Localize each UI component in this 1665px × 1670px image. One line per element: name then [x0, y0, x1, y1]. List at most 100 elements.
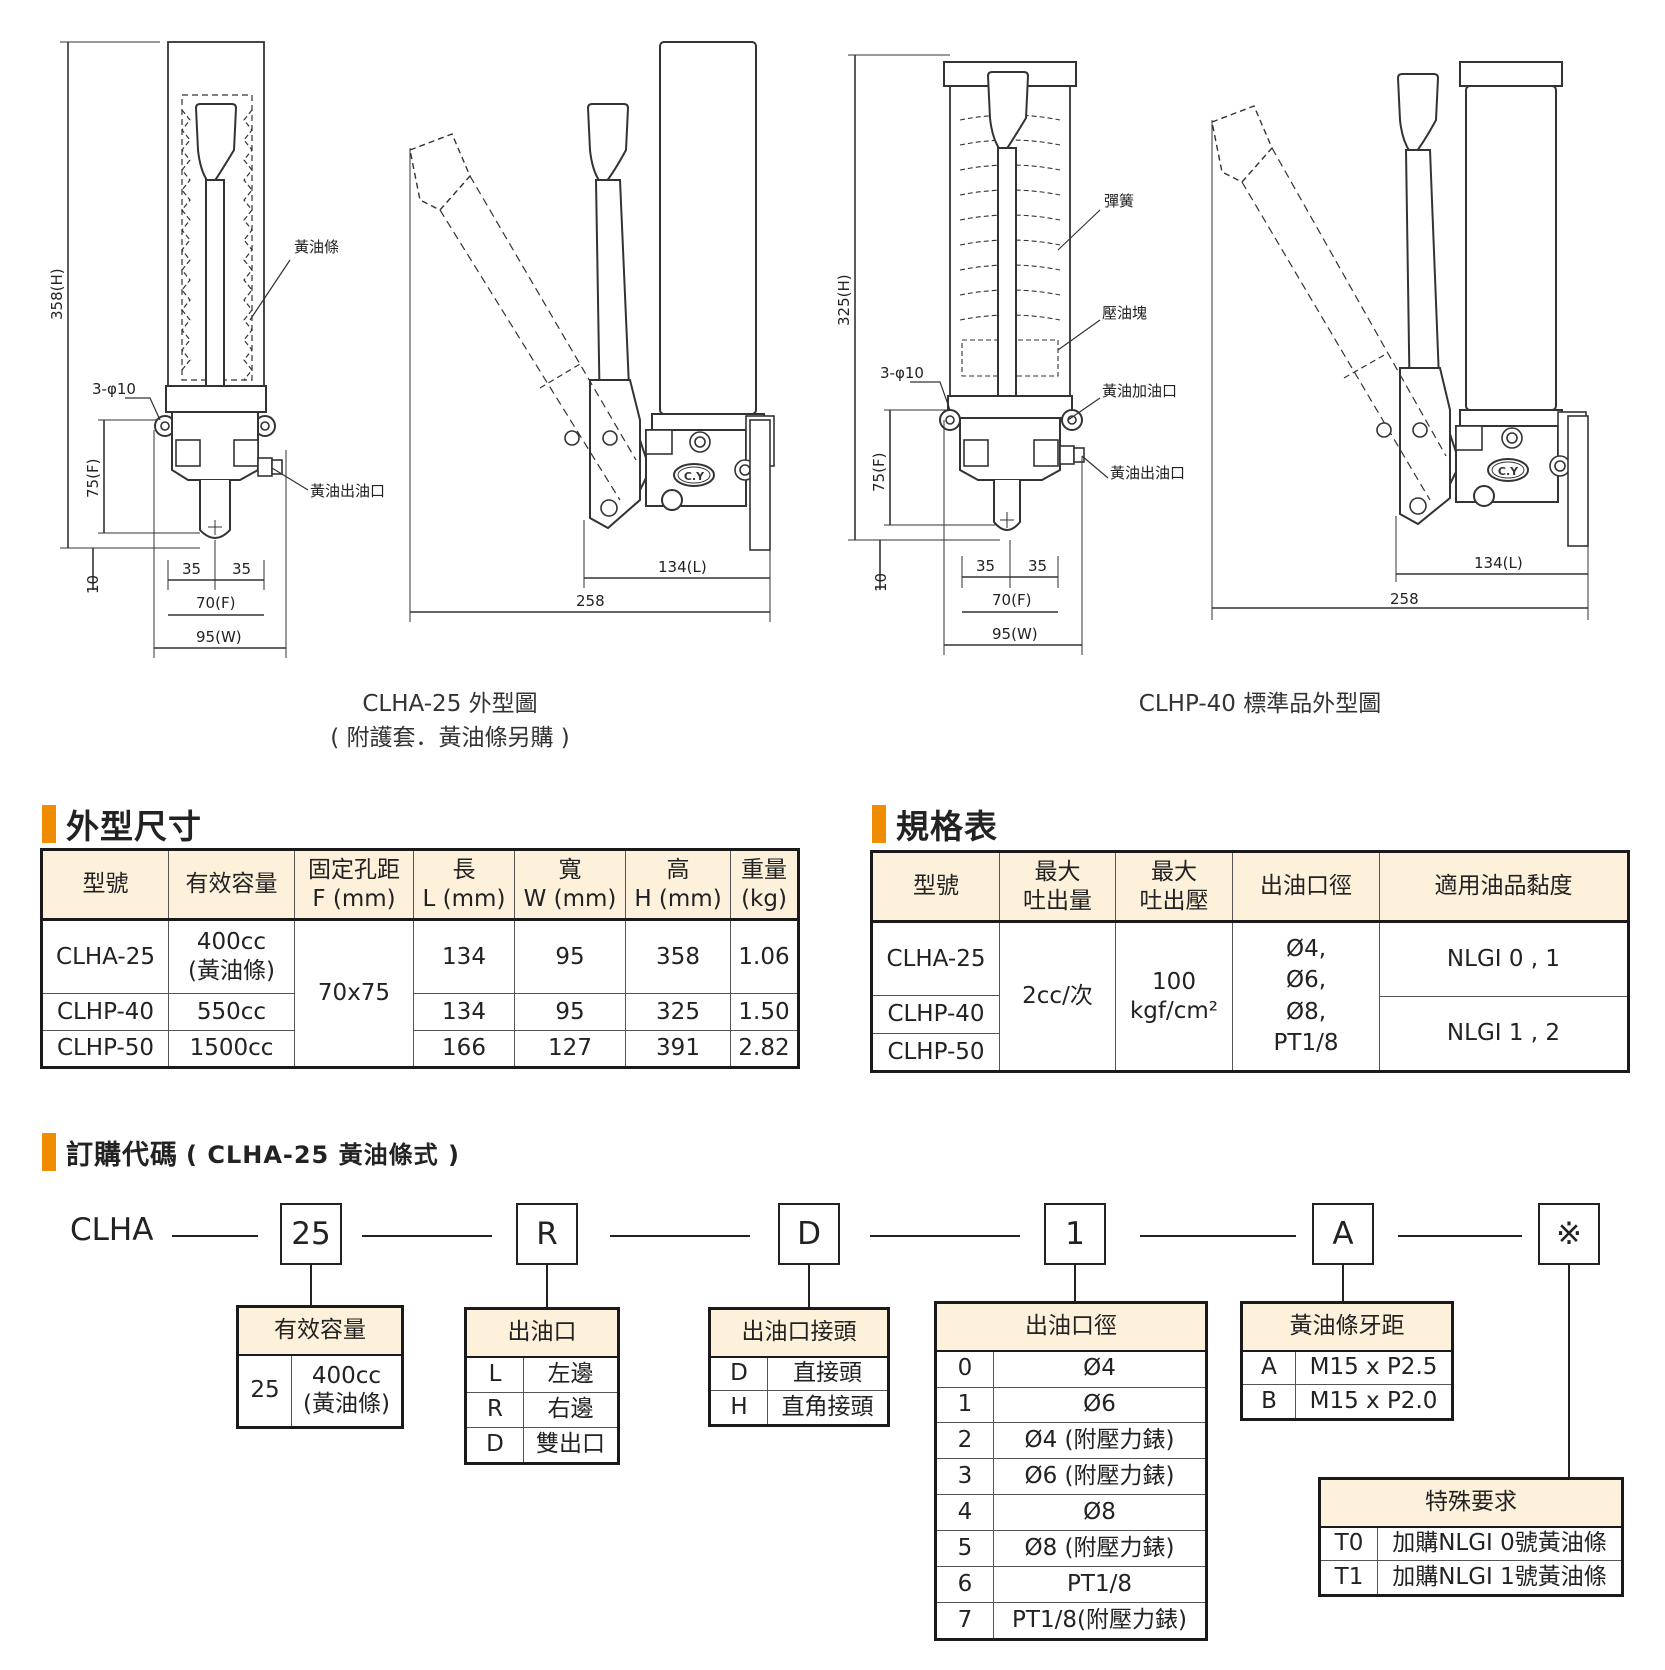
dim-258-r: 258: [1390, 590, 1419, 608]
cell-model: CLHA-25: [41, 919, 169, 994]
cell-nlgi: NLGI 1 , 2: [1379, 996, 1629, 1072]
cell-model: CLHP-50: [41, 1030, 169, 1068]
option-value: Ø4: [993, 1350, 1207, 1388]
clhp40-front-view: [848, 54, 1109, 655]
connector: [1140, 1235, 1296, 1237]
order-subtitle: ( CLHA-25 黃油條式 ): [186, 1140, 460, 1169]
cell-capacity: 400cc (黃油條): [168, 919, 295, 994]
connector: [808, 1265, 810, 1307]
option-title: 黃油條牙距: [1241, 1302, 1453, 1352]
code-box-special: ※: [1538, 1203, 1600, 1265]
cell-model: CLHP-50: [871, 1033, 1000, 1072]
col-weight: 重量 (kg): [730, 849, 799, 920]
caption-clha25: CLHA-25 外型圖: [362, 691, 538, 717]
dim-95w-r: 95(W): [992, 625, 1038, 643]
dim-35-left-r: 35: [976, 557, 995, 575]
dim-95w: 95(W): [196, 628, 242, 646]
cell-weight: 2.82: [730, 1030, 799, 1068]
dimensions-title: 外型尺寸: [66, 807, 202, 846]
cell-outlet: Ø4, Ø6, Ø8, PT1/8: [1232, 921, 1380, 1072]
option-value: 左邊: [523, 1356, 619, 1393]
table-row: CLHP-40: [871, 995, 1629, 1034]
cell-capacity: 550cc: [168, 993, 295, 1031]
table-row: CLHP-50 1500cc 166 127 391 2.82: [41, 1030, 799, 1068]
connector: [310, 1265, 312, 1305]
spec-title: 規格表: [896, 807, 998, 846]
table-row: CLHP-40 550cc 134 95 325 1.50: [41, 993, 799, 1031]
dim-height-r: 325(H): [835, 274, 853, 326]
cell-weight: 1.50: [730, 993, 799, 1031]
order-prefix: CLHA: [70, 1212, 154, 1248]
option-code: B: [1241, 1384, 1296, 1420]
cell-length: 134: [413, 993, 515, 1031]
option-value: 直接頭: [767, 1355, 889, 1392]
col-model: 型號: [41, 849, 169, 920]
cell-model: CLHP-40: [41, 993, 169, 1031]
option-value: Ø8 (附壓力錶): [993, 1530, 1207, 1567]
option-title: 出油口徑: [935, 1302, 1207, 1352]
brand-badge-left: C.Y: [677, 466, 711, 484]
option-code: R: [465, 1391, 524, 1428]
cell-capacity: 1500cc: [168, 1030, 295, 1068]
cell-height: 391: [625, 1030, 731, 1068]
cell-length: 166: [413, 1030, 515, 1068]
svg-text:C.Y: C.Y: [684, 470, 705, 483]
heading-bar: [42, 1133, 56, 1171]
option-value: 400cc (黃油條): [291, 1354, 403, 1428]
clha25-side-view: [409, 41, 775, 622]
label-spring: 彈簧: [1104, 192, 1134, 210]
option-code: 7: [935, 1601, 994, 1641]
col-capacity: 有效容量: [168, 849, 295, 920]
option-title: 出油口接頭: [709, 1308, 889, 1358]
option-value: Ø4 (附壓力錶): [993, 1422, 1207, 1460]
cell-length: 134: [413, 919, 515, 994]
col-max-output: 最大 吐出量: [999, 851, 1116, 922]
col-max-pressure: 最大 吐出壓: [1115, 851, 1233, 922]
code-box-capacity: 25: [280, 1203, 342, 1265]
spec-table: 型號 最大 吐出量 最大 吐出壓 出油口徑 適用油品黏度 CLHA-25 2cc…: [870, 850, 1630, 1073]
connector: [1398, 1235, 1522, 1237]
option-value: PT1/8: [993, 1565, 1207, 1603]
option-value: 加購NLGI 0號黃油條: [1377, 1525, 1623, 1562]
option-value: PT1/8(附壓力錶): [993, 1601, 1207, 1641]
caption-clha25-note: ( 附護套．黃油條另購 ): [330, 725, 570, 751]
label-grease-outlet-r: 黃油出油口: [1110, 464, 1185, 482]
heading-bar: [872, 805, 886, 843]
option-code: T0: [1319, 1525, 1378, 1562]
connector: [362, 1235, 492, 1237]
cell-pressure: 100 kgf/cm²: [1115, 921, 1233, 1072]
col-viscosity: 適用油品黏度: [1379, 851, 1629, 922]
option-code: 25: [237, 1354, 292, 1428]
cell-width: 95: [514, 993, 626, 1031]
dim-35-right-r: 35: [1028, 557, 1047, 575]
option-title: 有效容量: [237, 1306, 403, 1356]
dim-holes-r: 3-φ10: [880, 364, 924, 382]
option-code: 4: [935, 1494, 994, 1532]
dim-134l: 134(L): [658, 558, 707, 576]
table-row: CLHA-25 2cc/次 100 kgf/cm² Ø4, Ø6, Ø8, PT…: [871, 921, 1629, 1072]
table-row: NLGI 1 , 2: [872, 996, 1629, 1072]
technical-drawings: C.Y C.Y 358(H) 75(F) 10 35 35 70(F) 95(W…: [48, 41, 1589, 658]
col-outlet-dia: 出油口徑: [1232, 851, 1380, 922]
code-box-diameter: 1: [1044, 1203, 1106, 1265]
label-grease-outlet: 黃油出油口: [310, 482, 385, 500]
connector: [172, 1235, 258, 1237]
option-value: Ø6: [993, 1386, 1207, 1424]
dim-35-left: 35: [182, 560, 201, 578]
option-title: 出油口: [465, 1308, 619, 1358]
table-row: CLHP-50: [871, 1033, 1629, 1072]
option-code: 3: [935, 1458, 994, 1496]
